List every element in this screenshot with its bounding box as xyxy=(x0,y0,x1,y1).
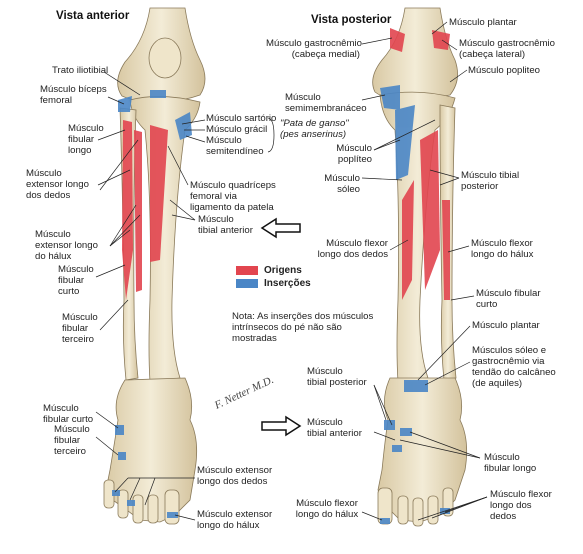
heading-anterior: Vista anterior xyxy=(56,10,130,22)
origins-anterior xyxy=(122,120,168,300)
posterior-view xyxy=(372,7,468,527)
swatch-insercoes xyxy=(236,279,258,288)
swatch-origens xyxy=(236,266,258,275)
signature-text: F. Netter M.D. xyxy=(212,374,276,412)
insertions-anterior xyxy=(112,90,192,518)
legend-origens: Origens xyxy=(236,265,302,276)
tibia-anterior xyxy=(129,96,201,383)
legend-insercoes-label: Inserções xyxy=(264,278,311,289)
legend-insercoes: Inserções xyxy=(236,278,311,289)
patella xyxy=(148,37,182,79)
insertions-posterior xyxy=(380,85,450,524)
heading-posterior: Vista posterior xyxy=(311,14,392,26)
foot-anterior xyxy=(104,377,198,523)
arrow-posterior xyxy=(261,415,302,437)
netter-signature: F. Netter M.D. xyxy=(212,374,276,412)
leader-lines xyxy=(95,21,488,521)
legend-origens-label: Origens xyxy=(264,265,302,276)
anterior-view xyxy=(103,7,206,525)
arrow-anterior xyxy=(260,217,301,239)
